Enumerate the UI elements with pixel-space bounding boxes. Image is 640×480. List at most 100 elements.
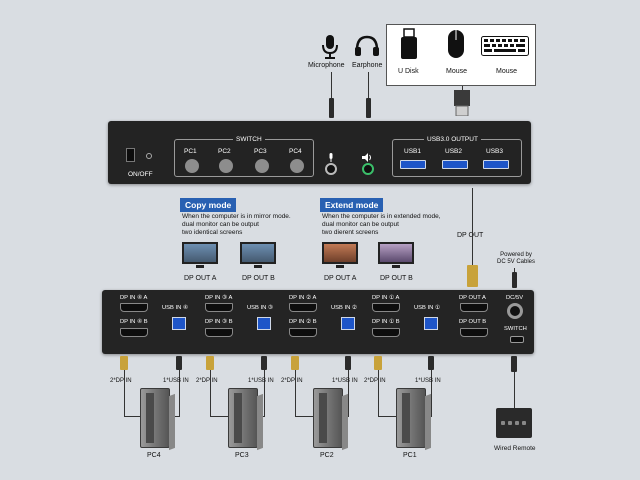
dp-out-a-label: DP OUT A (459, 295, 486, 301)
dc-plug (512, 272, 517, 288)
kvm-front-panel: ON/OFF SWITCH PC1 PC2 PC3 PC4 USB3.0 OUT… (108, 121, 531, 184)
pc2-label: PC2 (218, 148, 231, 155)
pc4-label: PC4 (147, 452, 161, 459)
pc3-dp-cable (210, 370, 211, 416)
mouse-icon (445, 28, 467, 62)
microphone-jack[interactable] (325, 163, 337, 175)
usb-in-2-port[interactable] (341, 317, 355, 330)
copy-out-a-label: DP OUT A (184, 275, 217, 282)
mouse-label: Mouse (446, 68, 468, 75)
copy-line-1: When the computer is in mirror mode. (182, 213, 291, 220)
copy-mode-title: Copy mode (180, 198, 237, 212)
pc1-dp-cable (378, 370, 379, 416)
pc4-dp-link (124, 416, 142, 417)
mic-small-icon (328, 149, 334, 162)
pc4-usb-in-label: 1*USB IN (163, 378, 189, 384)
headphones-icon (354, 34, 380, 58)
usb2-label: USB2 (445, 148, 462, 155)
pc1-label: PC1 (403, 452, 417, 459)
usb-hub-cable (462, 86, 463, 92)
pc3-usb-in-label: 1*USB IN (248, 378, 274, 384)
copy-monitor-b-icon (240, 242, 276, 268)
usb-in-3-port[interactable] (257, 317, 271, 330)
dp-in-2b-port[interactable] (289, 328, 317, 337)
earphone-jack[interactable] (362, 163, 374, 175)
pc1-dp-in-label: 2*DP IN (364, 378, 386, 384)
pc4-switch-button[interactable] (290, 159, 304, 173)
usb-output-label: USB3.0 OUTPUT (424, 136, 481, 143)
extend-mode-description: When the computer is in extended mode, d… (322, 213, 441, 237)
dp-in-2a-label: DP IN ② A (289, 295, 317, 301)
extend-mode-title: Extend mode (320, 198, 384, 212)
dp-in-1a-port[interactable] (372, 303, 400, 312)
pc2-usb-cable (348, 370, 349, 416)
pc2-label: PC2 (320, 452, 334, 459)
copy-line-2: dual monitor can be output (182, 221, 259, 228)
pc1-switch-button[interactable] (185, 159, 199, 173)
pc2-usb-in-label: 1*USB IN (332, 378, 358, 384)
pc4-tower-icon (140, 388, 170, 448)
dp-in-4a-port[interactable] (120, 303, 148, 312)
usb3-label: USB3 (486, 148, 503, 155)
extend-line-2: dual monitor can be output (322, 221, 399, 228)
pc1-usb-cable (431, 370, 432, 416)
dp-in-4b-label: DP IN ④ B (120, 319, 148, 325)
pc2-dp-plug (291, 356, 299, 370)
remote-button-2 (508, 421, 512, 425)
dp-out-b-label: DP OUT B (459, 319, 487, 325)
dp-in-1a-label: DP IN ① A (372, 295, 400, 301)
pc1-usb-in-label: 1*USB IN (415, 378, 441, 384)
usb-in-4-port[interactable] (172, 317, 186, 330)
pc2-dp-cable (295, 370, 296, 416)
extend-out-b-label: DP OUT B (380, 275, 413, 282)
pc3-label: PC3 (235, 452, 249, 459)
usb-output-group-box (392, 139, 522, 177)
copy-out-b-label: DP OUT B (242, 275, 275, 282)
earphone-label: Earphone (352, 62, 383, 69)
power-rocker-switch[interactable] (126, 148, 135, 162)
copy-line-3: two identical screens (182, 229, 243, 236)
extend-monitor-a-icon (322, 242, 358, 268)
dp-in-4b-port[interactable] (120, 328, 148, 337)
dp-in-2a-port[interactable] (289, 303, 317, 312)
mic-plug (329, 98, 334, 118)
copy-mode-description: When the computer is in mirror mode. dua… (182, 213, 291, 237)
pc3-tower-icon (228, 388, 258, 448)
pc2-dp-link (295, 416, 315, 417)
usb2-port[interactable] (442, 160, 468, 169)
keyboard-icon (481, 36, 529, 56)
pc1-label: PC1 (184, 148, 197, 155)
usb3-port[interactable] (483, 160, 509, 169)
dp-out-cable (472, 188, 473, 266)
dp-out-b-port[interactable] (460, 328, 488, 337)
dp-in-3b-port[interactable] (205, 328, 233, 337)
wired-remote-icon (496, 408, 532, 438)
earphone-plug (366, 98, 371, 118)
pc2-switch-button[interactable] (219, 159, 233, 173)
remote-switch-label: SWITCH (504, 326, 527, 332)
usb-in-2-label: USB IN ② (331, 305, 358, 311)
remote-switch-port[interactable] (510, 336, 524, 343)
mic-cable (331, 72, 332, 100)
speaker-small-icon (362, 149, 372, 162)
dc-power-jack[interactable] (507, 303, 523, 319)
dp-in-3a-port[interactable] (205, 303, 233, 312)
usb-in-1-port[interactable] (424, 317, 438, 330)
extend-line-3: two dierent screens (322, 229, 379, 236)
pc4-usb-plug (176, 356, 182, 370)
dp-in-2b-label: DP IN ② B (289, 319, 317, 325)
pc2-tower-icon (313, 388, 343, 448)
dp-in-1b-label: DP IN ① B (372, 319, 400, 325)
dp-in-1b-port[interactable] (372, 328, 400, 337)
pc3-usb-cable (264, 370, 265, 416)
usb-in-3-label: USB IN ③ (247, 305, 274, 311)
pc1-tower-icon (396, 388, 426, 448)
dp-out-a-port[interactable] (460, 303, 488, 312)
remote-button-3 (515, 421, 519, 425)
pc3-switch-button[interactable] (255, 159, 269, 173)
extend-out-a-label: DP OUT A (324, 275, 357, 282)
pc4-dp-in-label: 2*DP IN (110, 378, 132, 384)
pc3-usb-plug (261, 356, 267, 370)
pc2-usb-plug (345, 356, 351, 370)
usb1-port[interactable] (400, 160, 426, 169)
